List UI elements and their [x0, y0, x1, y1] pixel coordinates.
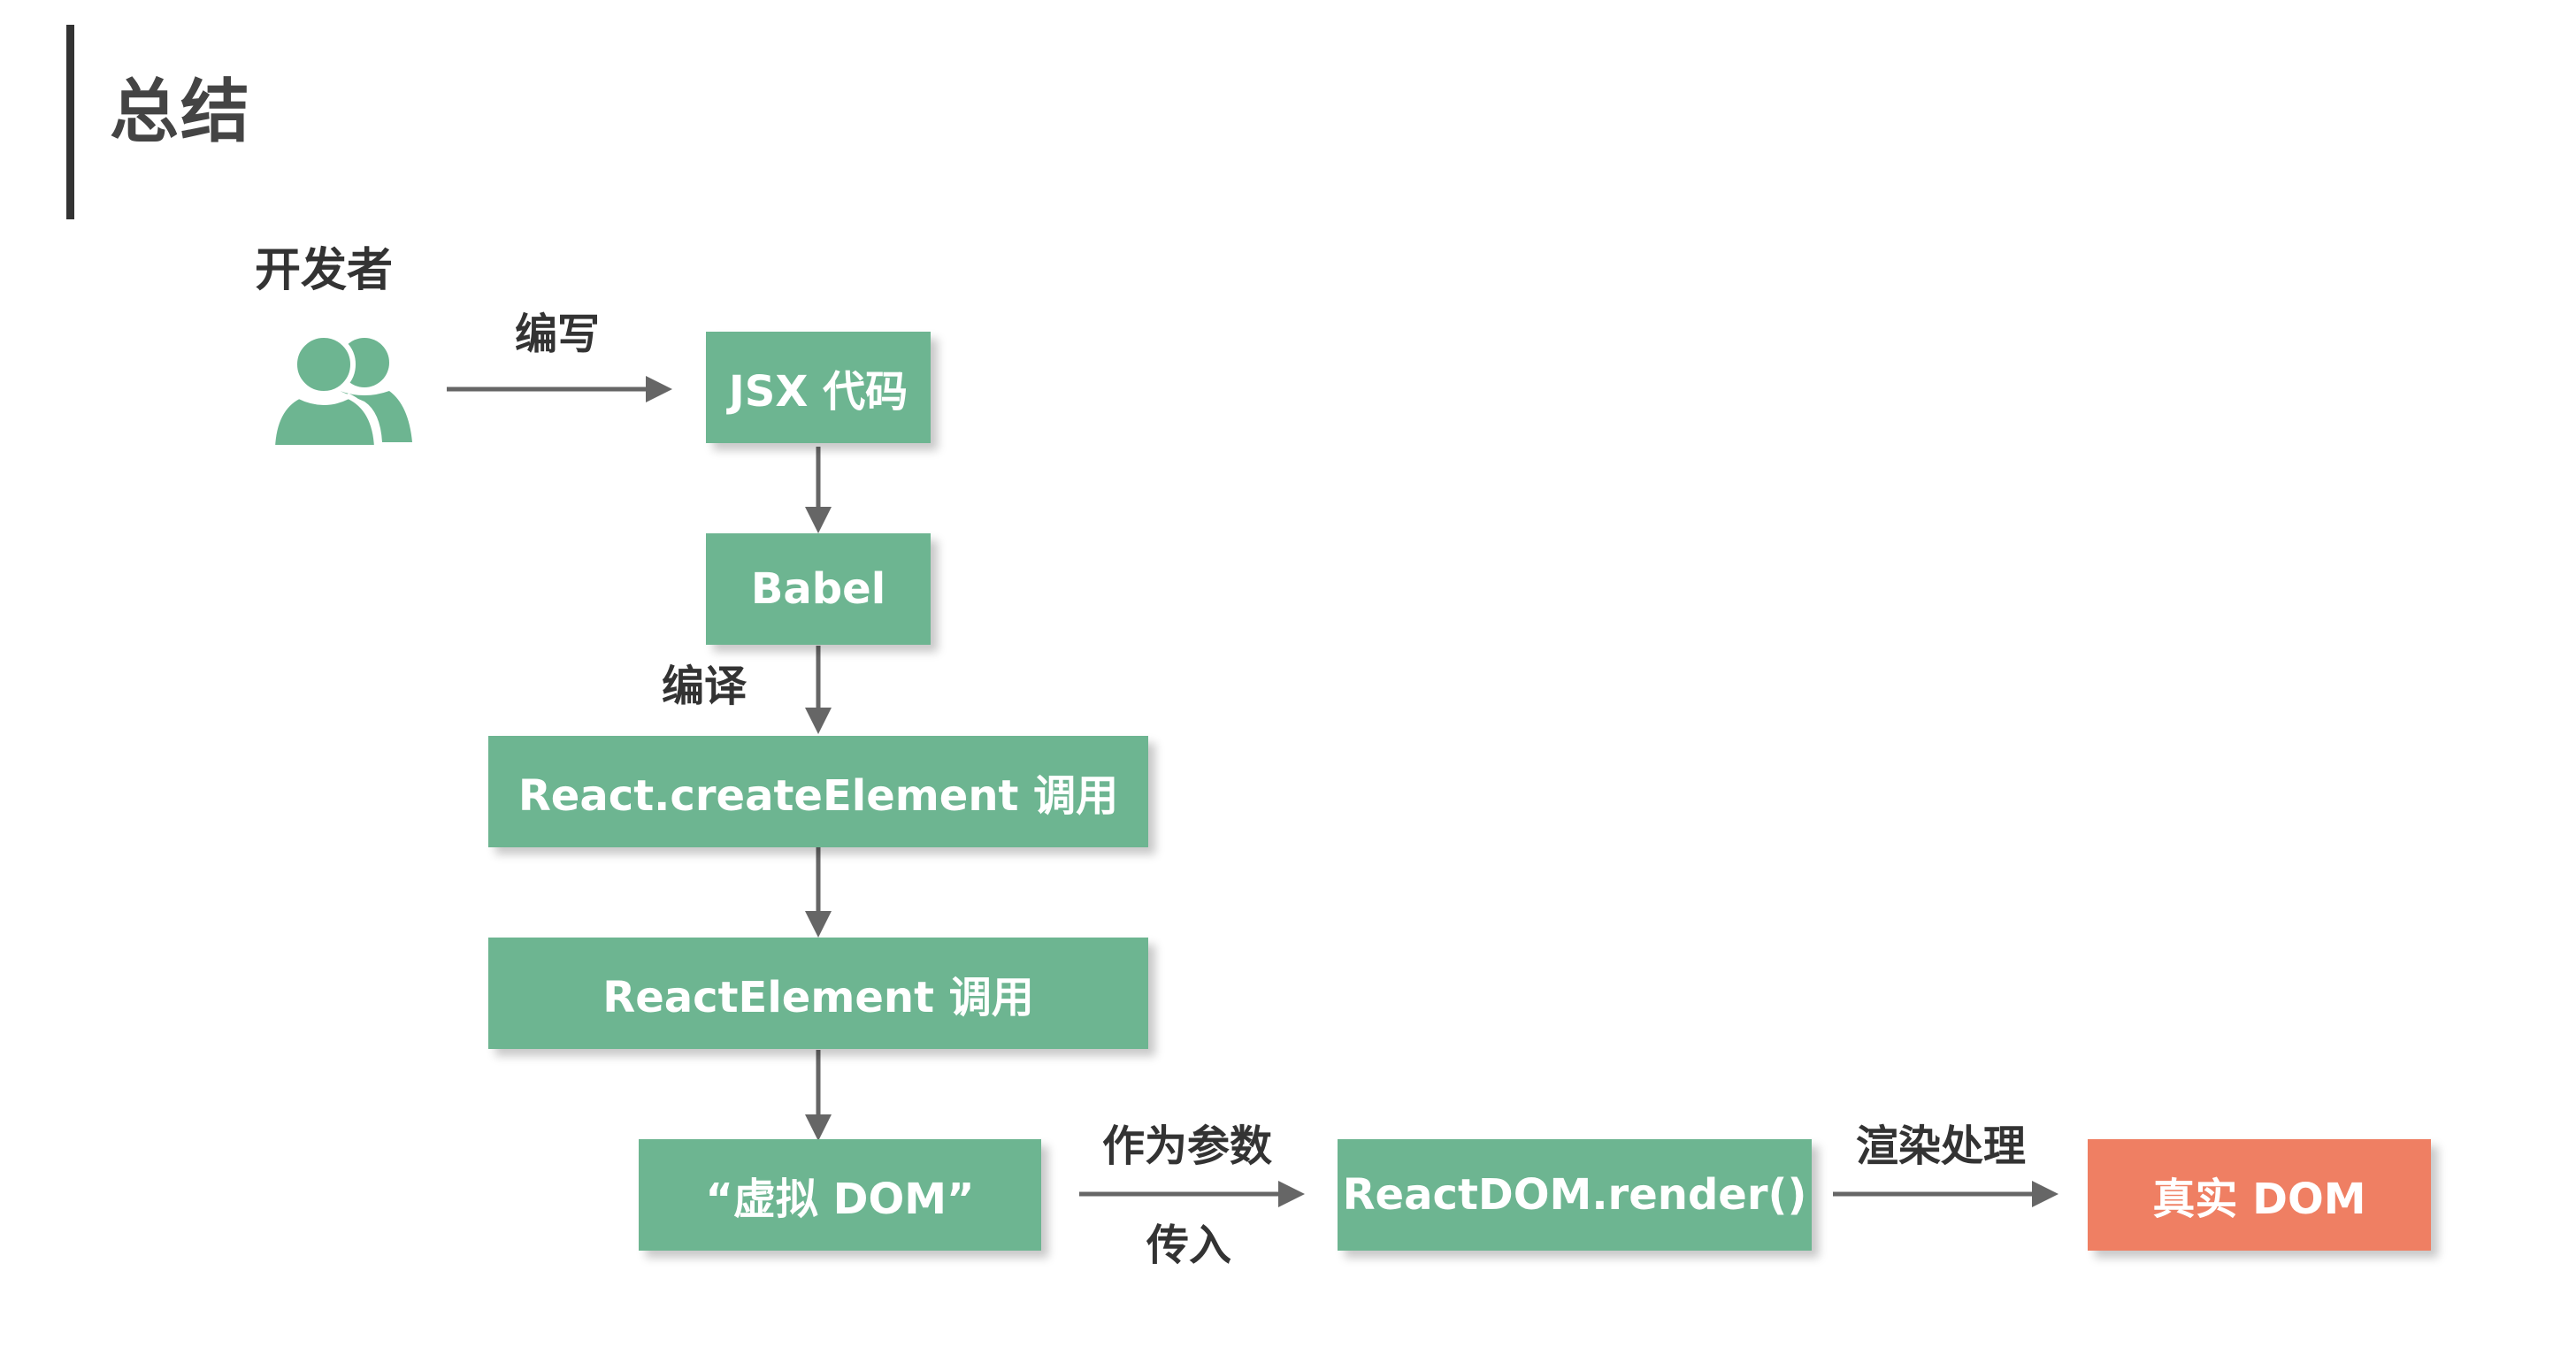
pass-in-label: 传入: [1146, 1221, 1232, 1270]
node-react-create-element: React.createElement 调用: [488, 736, 1148, 847]
node-babel: Babel: [706, 533, 931, 645]
title-accent-bar: [66, 25, 74, 219]
node-virtual-dom: “虚拟 DOM”: [639, 1139, 1041, 1251]
node-reactdom-render: ReactDOM.render(): [1338, 1139, 1812, 1251]
node-real-dom: 真实 DOM: [2088, 1139, 2431, 1251]
render-process-label: 渲染处理: [1856, 1122, 2027, 1171]
as-param-label: 作为参数: [1102, 1122, 1273, 1171]
developer-label: 开发者: [255, 244, 394, 297]
users-icon: [269, 333, 412, 450]
node-react-element: ReactElement 调用: [488, 938, 1148, 1049]
page-title: 总结: [110, 73, 252, 152]
compile-label: 编译: [662, 662, 748, 711]
node-jsx-code: JSX 代码: [706, 332, 931, 443]
write-label: 编写: [515, 310, 601, 359]
